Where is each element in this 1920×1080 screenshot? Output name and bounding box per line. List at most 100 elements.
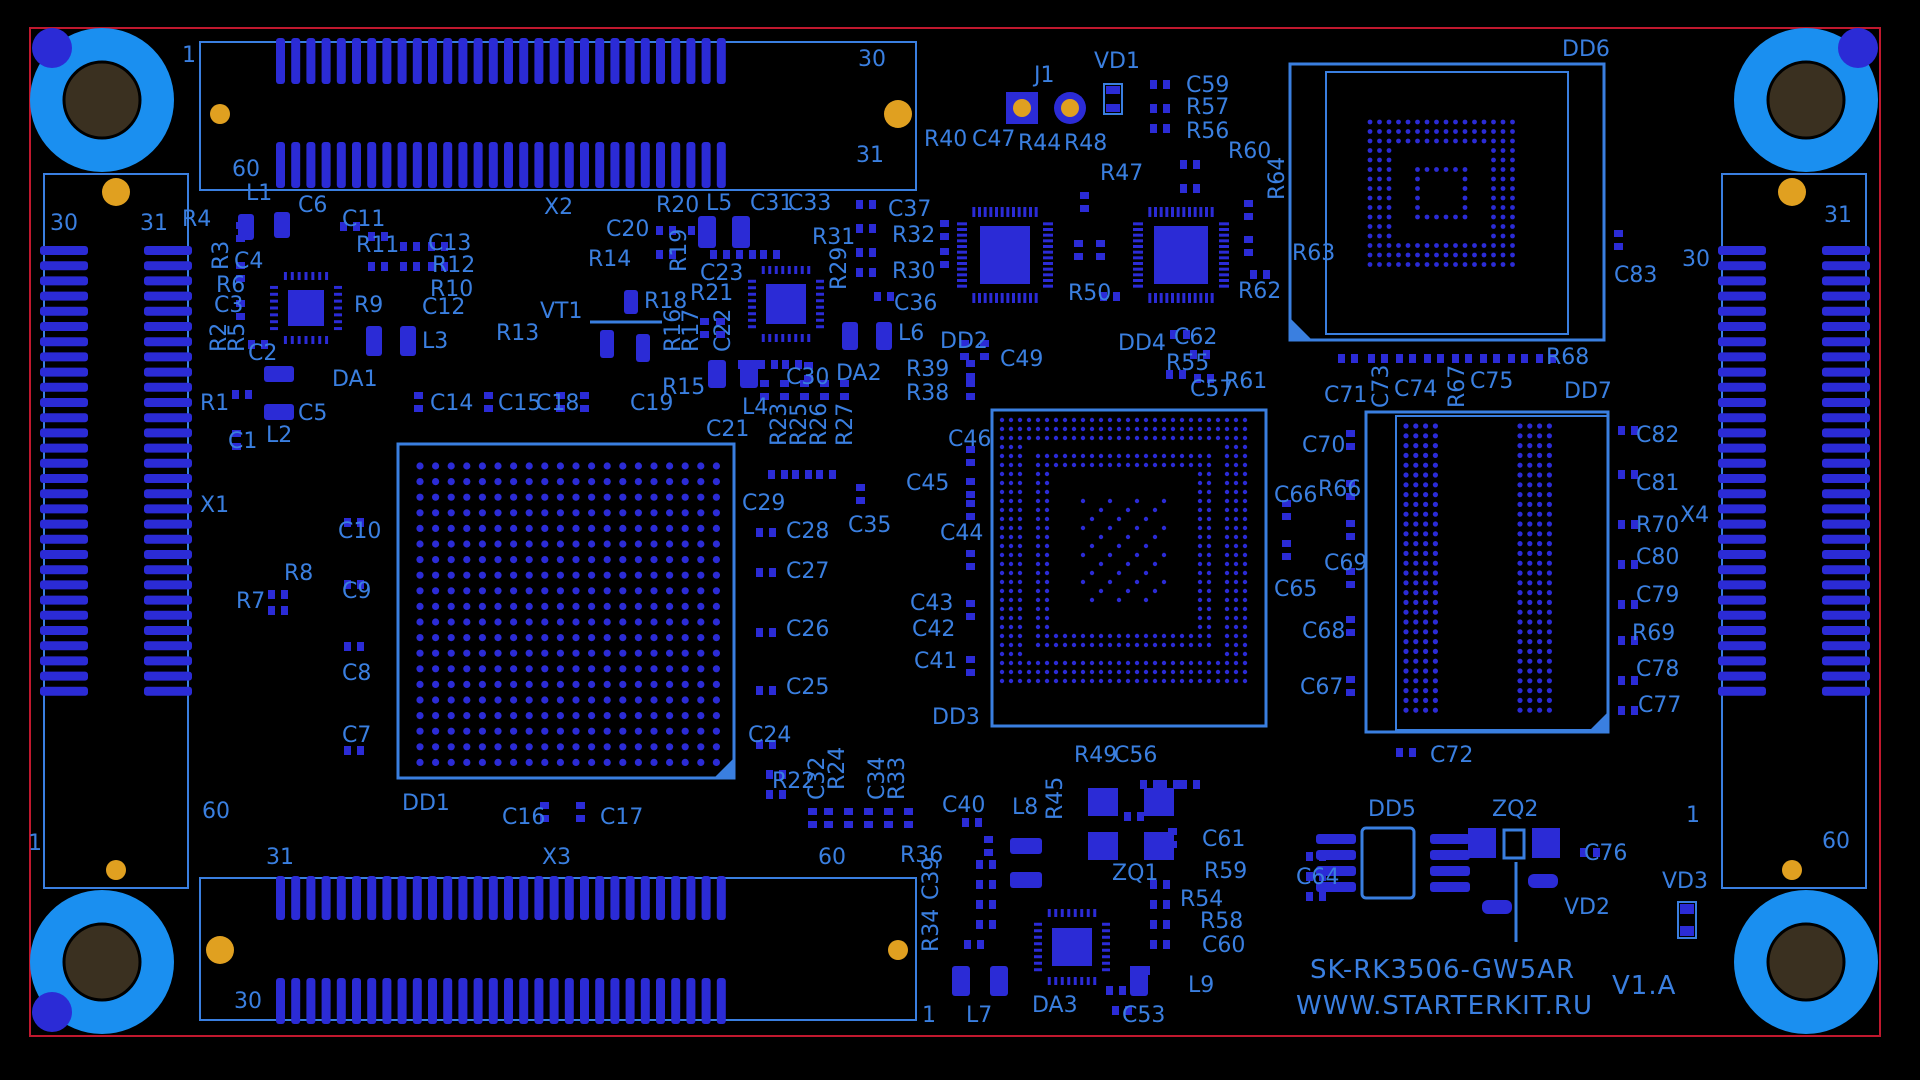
passive-pad xyxy=(904,821,913,828)
dd2-pin xyxy=(995,207,998,217)
dd7-ball xyxy=(1537,580,1543,586)
da3-pin xyxy=(1102,961,1110,965)
dd3-ball xyxy=(1242,453,1248,459)
dd7-ball xyxy=(1517,560,1523,566)
dd6-ball xyxy=(1434,252,1439,258)
dd3-ball xyxy=(1179,678,1185,684)
dd7-ball xyxy=(1537,678,1543,684)
passive-pad xyxy=(989,920,996,929)
dd4-pin xyxy=(1154,207,1157,217)
da1-pin xyxy=(283,336,287,344)
dd1-ball xyxy=(619,649,627,657)
dd1-ball xyxy=(712,634,721,642)
dd1-ball xyxy=(712,727,721,735)
x2-pin xyxy=(686,38,696,84)
dd2-pin xyxy=(957,279,967,282)
dd1-ball xyxy=(650,743,658,751)
dd1-ball xyxy=(447,478,455,486)
dd6-ball xyxy=(1367,176,1373,182)
dd3-ball xyxy=(1233,525,1239,531)
dd1-ball xyxy=(572,462,580,470)
dd1-ball xyxy=(681,571,689,579)
passive-pad xyxy=(1282,540,1291,547)
dd1-ball xyxy=(619,618,627,626)
da2-pin xyxy=(774,266,778,274)
dd3-ball xyxy=(1008,489,1014,495)
label-r61: R61 xyxy=(1224,369,1267,394)
dd1-ball xyxy=(478,571,486,579)
dd6-ball xyxy=(1462,167,1468,172)
passive-pad xyxy=(820,380,829,387)
label-dd7: DD7 xyxy=(1564,379,1612,404)
dd3-ball xyxy=(999,471,1005,477)
dd7-ball xyxy=(1432,668,1438,674)
x4-pin xyxy=(1718,610,1766,620)
dd1-ball xyxy=(572,509,580,517)
dd2-pin xyxy=(957,256,967,260)
dd3-ball xyxy=(1017,660,1023,666)
dd1-ball xyxy=(509,758,518,767)
dd7-ball xyxy=(1517,472,1523,478)
dd3-ball xyxy=(1017,606,1023,612)
dd1-ball xyxy=(697,478,705,486)
dd3-ball xyxy=(1179,669,1185,675)
dd7-ball xyxy=(1432,462,1438,468)
dd3-ball xyxy=(1206,480,1212,486)
passive-pad xyxy=(966,491,975,498)
inductor-pad xyxy=(842,322,858,350)
dd3-ball xyxy=(1107,669,1113,675)
dd1-ball xyxy=(619,478,627,486)
x1-pin xyxy=(144,595,192,605)
dd3-ball xyxy=(1233,606,1239,612)
passive-pad xyxy=(1480,354,1487,363)
dd6-ball xyxy=(1377,186,1382,191)
dd3-ball xyxy=(1143,453,1149,459)
dd7-ball xyxy=(1537,443,1543,449)
x1-pin xyxy=(40,519,88,529)
dd6-ball xyxy=(1510,252,1515,258)
dd7-ball xyxy=(1403,590,1409,596)
x2-pin xyxy=(412,142,422,188)
dd7-ball xyxy=(1537,629,1543,635)
dd3-ball xyxy=(1035,579,1041,585)
da3-pin xyxy=(1034,942,1042,946)
passive-pad xyxy=(428,262,435,271)
passive-pad xyxy=(1346,676,1355,683)
dd1-ball xyxy=(494,602,502,611)
passive-pad xyxy=(966,563,975,570)
dd1-ball xyxy=(494,727,502,735)
dd2-pin xyxy=(972,207,976,217)
x1-pin xyxy=(40,641,88,651)
dd7-ball xyxy=(1537,619,1543,625)
da1-pin xyxy=(334,320,342,324)
dd3-ball xyxy=(999,525,1005,531)
x3-pin xyxy=(610,876,620,920)
passive-pad xyxy=(576,815,585,822)
pin-number-x4-top-left: 30 xyxy=(1682,247,1710,272)
label-c39: C39 xyxy=(919,857,944,900)
passive-pad xyxy=(1244,249,1253,256)
dd3-ball xyxy=(1134,579,1140,585)
label-r17: R17 xyxy=(679,309,704,352)
dd3-ball xyxy=(1017,669,1023,675)
dd6-ball xyxy=(1510,195,1515,201)
dd3-ball xyxy=(1188,678,1194,684)
dd7-ball xyxy=(1432,707,1438,713)
dd1-ball xyxy=(681,727,689,735)
x4-pin xyxy=(1822,595,1870,605)
dd3-ball xyxy=(1116,426,1122,432)
dd1-ball xyxy=(619,493,627,501)
dd3-ball xyxy=(1053,417,1059,423)
passive-pad xyxy=(977,940,984,949)
dd6-ball xyxy=(1415,138,1420,144)
passive-pad xyxy=(980,340,989,347)
passive-pad xyxy=(413,262,420,271)
dd6-ball xyxy=(1386,224,1392,229)
x3-pin xyxy=(595,876,605,920)
x3-pin xyxy=(549,978,559,1024)
dd1-ball xyxy=(619,509,627,517)
dd6-ball xyxy=(1462,252,1468,258)
dd3-ball xyxy=(1044,552,1050,558)
dd7-ball xyxy=(1527,668,1533,674)
dd6-ball xyxy=(1415,119,1420,125)
